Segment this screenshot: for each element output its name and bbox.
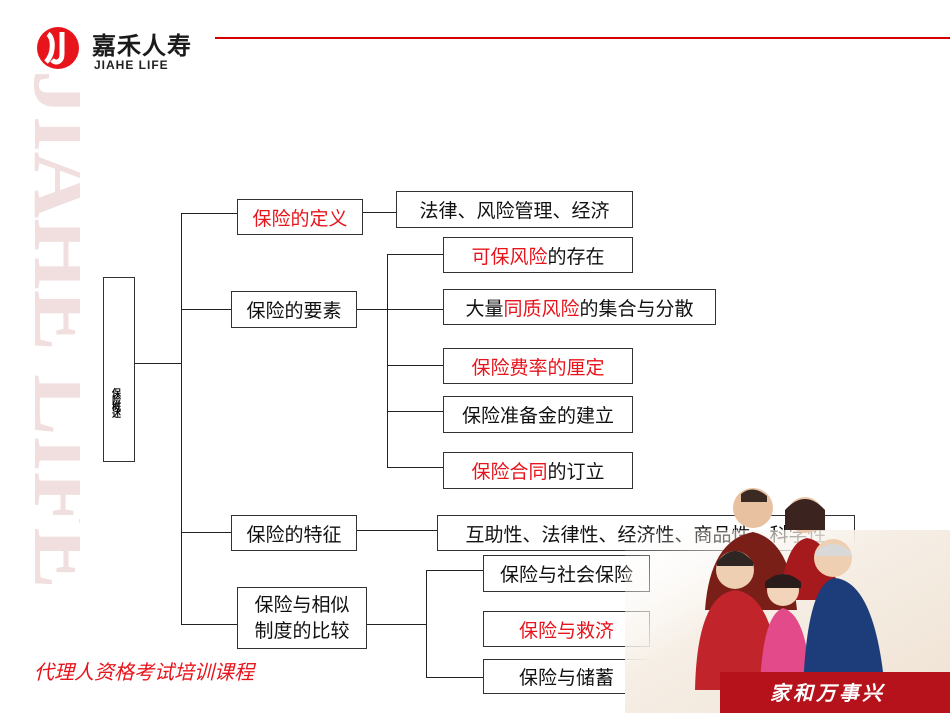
logo-english-name: JIAHE LIFE [94, 58, 169, 72]
slogan-banner [720, 672, 950, 713]
compare2-label: 保险与救济 [518, 619, 614, 642]
definition-connector [363, 212, 396, 213]
node-compare1: 保险与社会保险 [483, 555, 650, 592]
root-node-label: 保险概述 [110, 388, 120, 416]
node-elem1: 可保风险的存在 [443, 237, 633, 273]
brand-watermark: JIAHE LIFE [15, 70, 80, 589]
family-photo [625, 488, 950, 713]
course-title: 代理人资格考试培训课程 [34, 660, 254, 684]
elements-trunk [387, 254, 388, 467]
node-definition-child-label: 法律、风险管理、经济 [419, 200, 610, 222]
elem5-branch [387, 467, 443, 468]
node-compare3: 保险与储蓄 [483, 659, 650, 694]
node-elements-label: 保险的要素 [246, 300, 342, 322]
compare3-branch [426, 677, 483, 678]
logo-chinese-name: 嘉禾人寿 [92, 31, 192, 60]
node-elements: 保险的要素 [231, 291, 357, 328]
elem1-highlight: 可保风险 [471, 245, 548, 268]
branch-compare [181, 624, 237, 625]
root-node-box [103, 277, 135, 462]
branch-definition [181, 213, 237, 214]
elem1-branch [387, 254, 443, 255]
watermark-text: JIAHE LIFE [15, 70, 80, 589]
node-definition-child: 法律、风险管理、经济 [396, 191, 633, 228]
elem2-text: 的集合与分散 [579, 297, 694, 320]
elem2-branch [387, 309, 443, 310]
elem3-label: 保险费率的厘定 [471, 356, 605, 379]
logo-emblem-icon [37, 27, 79, 69]
node-elem4: 保险准备金的建立 [443, 396, 633, 433]
elem2-prefix: 大量 [465, 297, 504, 320]
features-connector [357, 530, 437, 531]
compare1-label: 保险与社会保险 [499, 564, 633, 586]
compare-trunk [426, 570, 427, 678]
level1-trunk [181, 213, 182, 624]
elem1-text: 的存在 [547, 245, 605, 268]
compare3-label: 保险与储蓄 [518, 667, 614, 689]
node-definition: 保险的定义 [237, 199, 363, 235]
elem4-label: 保险准备金的建立 [461, 405, 614, 427]
elem4-branch [387, 411, 443, 412]
slogan-text: 家和万事兴 [770, 681, 885, 705]
node-features: 保险的特征 [231, 515, 357, 551]
node-compare: 保险与相似 制度的比较 [237, 587, 367, 649]
branch-features [181, 532, 231, 533]
company-logo: 嘉禾人寿 JIAHE LIFE [34, 24, 191, 76]
elem3-branch [387, 365, 443, 366]
node-compare-line2: 制度的比较 [254, 620, 350, 642]
node-compare2: 保险与救济 [483, 611, 650, 647]
branch-elements [181, 309, 231, 310]
elem5-highlight: 保险合同 [471, 461, 548, 483]
elem5-text: 的订立 [547, 461, 605, 483]
node-elem3: 保险费率的厘定 [443, 348, 633, 384]
node-compare-line1: 保险与相似 [254, 594, 350, 616]
node-elem2: 大量同质风险的集合与分散 [443, 289, 716, 325]
header-divider [215, 37, 950, 39]
elem2-highlight: 同质风险 [503, 297, 580, 320]
elements-connector [357, 309, 388, 310]
node-definition-label: 保险的定义 [252, 207, 348, 230]
compare1-branch [426, 570, 483, 571]
node-elem5: 保险合同的订立 [443, 452, 633, 489]
node-features-label: 保险的特征 [246, 523, 342, 546]
root-connector [135, 363, 182, 364]
compare-connector [367, 624, 427, 625]
